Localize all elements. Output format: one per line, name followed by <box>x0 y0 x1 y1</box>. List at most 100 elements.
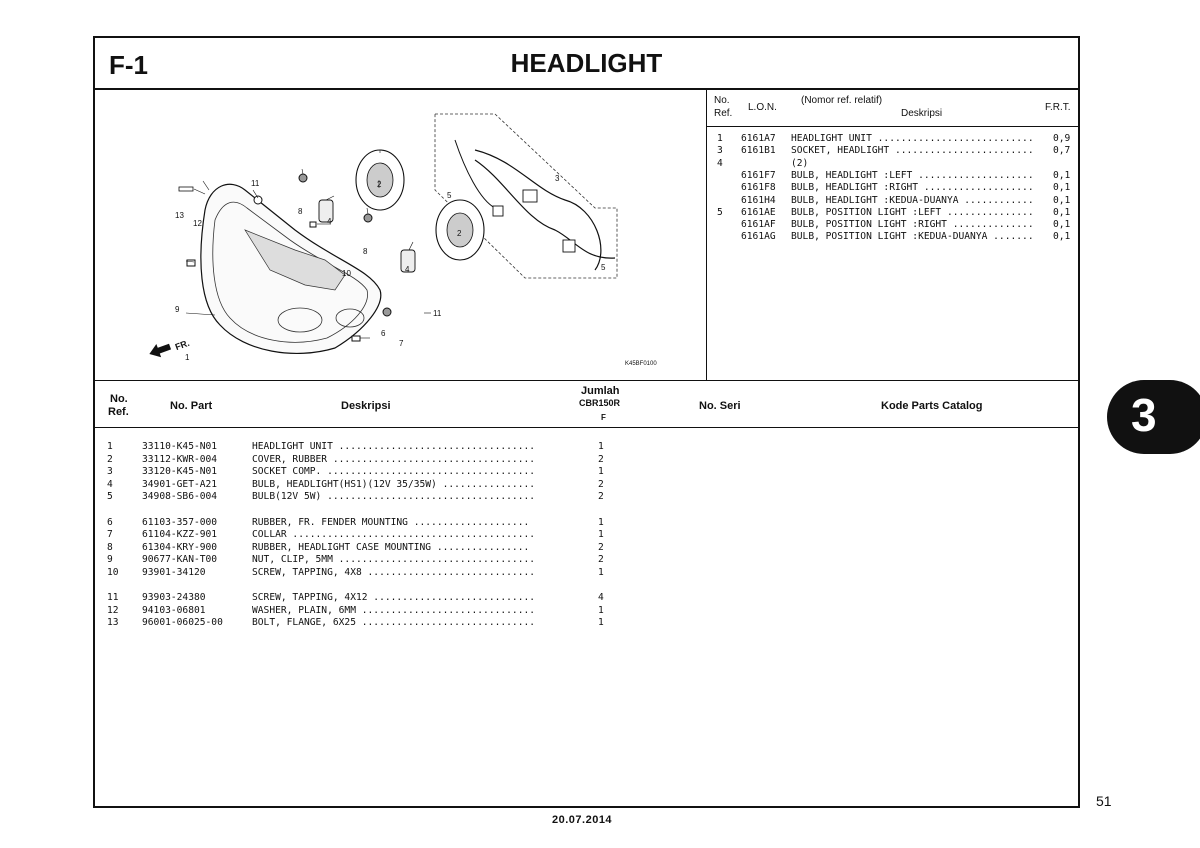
parts-number: 61304-KRY-900 <box>142 541 218 553</box>
parts-ref: 6 <box>107 516 113 528</box>
svg-text:1: 1 <box>185 353 190 362</box>
parts-number: 93903-24380 <box>142 592 206 603</box>
parts-header-jumlah: Jumlah <box>581 385 620 397</box>
parts-row: 8 61304-KRY-900 RUBBER, HEADLIGHT CASE MOU… <box>95 542 1078 555</box>
parts-row: 5 34908-SB6-004 BULB(12V 5W) .............… <box>95 491 1078 504</box>
parts-header-ref: Ref. <box>108 406 129 418</box>
parts-qty: 2 <box>598 478 604 490</box>
lon-desc: SOCKET, HEADLIGHT ......................… <box>791 145 1034 157</box>
lon-desc: BULB, HEADLIGHT :RIGHT .................… <box>791 182 1034 194</box>
lon-code: 6161H4 <box>741 194 776 206</box>
parts-qty: 4 <box>598 592 604 603</box>
headlight-exploded-view: 11 2 13 12 8 4 8 10 4 11 9 1 6 7 9 3 5 2… <box>149 113 618 362</box>
parts-qty: 2 <box>598 554 604 565</box>
lon-ref: 1 <box>717 133 723 144</box>
lon-frt: 0,1 <box>1053 182 1071 194</box>
parts-ref: 8 <box>107 541 113 553</box>
parts-header-desc: Deskripsi <box>341 400 391 412</box>
lon-header-desc: Deskripsi <box>901 108 943 119</box>
lon-header-desc-note: (Nomor ref. relatif) <box>801 95 883 106</box>
lon-desc: BULB, POSITION LIGHT :LEFT .............… <box>791 206 1034 218</box>
lon-frt: 0,9 <box>1053 133 1071 144</box>
parts-number: 93901-34120 <box>142 566 206 578</box>
parts-qty: 2 <box>598 491 604 502</box>
parts-ref: 10 <box>107 566 119 578</box>
section-code: F-1 <box>109 50 148 80</box>
parts-qty: 1 <box>598 441 604 452</box>
svg-text:13: 13 <box>175 211 184 220</box>
page-header: F-1 HEADLIGHT <box>95 38 1078 90</box>
lon-table-header: No. Ref. L.O.N. (Nomor ref. relatif) Des… <box>707 90 1080 127</box>
lon-code: 6161B1 <box>741 145 776 157</box>
svg-text:8: 8 <box>298 207 303 216</box>
parts-desc: HEADLIGHT UNIT .........................… <box>252 441 536 452</box>
lon-header-lon: L.O.N. <box>748 102 777 113</box>
parts-ref: 13 <box>107 617 119 628</box>
parts-header-part: No. Part <box>170 400 213 412</box>
svg-text:12: 12 <box>193 219 202 228</box>
parts-number: 34908-SB6-004 <box>142 491 218 502</box>
parts-table-header: No. Ref. No. Part Deskripsi Jumlah CBR15… <box>95 380 1078 428</box>
parts-ref: 2 <box>107 453 113 465</box>
lon-frt: 0,1 <box>1053 169 1071 181</box>
parts-number: 33120-K45-N01 <box>142 466 218 477</box>
lon-frt: 0,1 <box>1053 231 1071 243</box>
lon-code: 6161F7 <box>741 169 776 181</box>
lon-code: 6161A7 <box>741 133 776 144</box>
parts-qty: 1 <box>598 466 604 477</box>
lon-frt: 0,1 <box>1053 219 1071 231</box>
lon-frt: 0,1 <box>1053 194 1071 206</box>
svg-text:5: 5 <box>601 263 606 272</box>
parts-header-catalog: Kode Parts Catalog <box>881 400 983 412</box>
section-tab: 3 <box>1107 380 1200 454</box>
svg-text:6: 6 <box>381 329 386 338</box>
parts-desc: COLLAR .................................… <box>252 529 536 540</box>
lon-code: 6161AF <box>741 219 776 231</box>
lon-row: 3 6161B1 SOCKET, HEADLIGHT ...............… <box>707 145 1080 157</box>
lon-table: No. Ref. L.O.N. (Nomor ref. relatif) Des… <box>707 90 1080 380</box>
parts-number: 33110-K45-N01 <box>142 441 218 452</box>
lon-ref: 5 <box>717 206 723 218</box>
parts-row: 2 33112-KWR-004 COVER, RUBBER ............… <box>95 454 1078 467</box>
parts-number: 96001-06025-00 <box>142 617 223 628</box>
parts-row: 10 93901-34120 SCREW, TAPPING, 4X8 .......… <box>95 567 1078 580</box>
svg-text:11: 11 <box>251 179 260 188</box>
svg-text:4: 4 <box>327 217 332 226</box>
parts-desc: NUT, CLIP, 5MM .........................… <box>252 554 536 565</box>
lon-frt: 0,7 <box>1053 145 1071 157</box>
parts-number: 61104-KZZ-901 <box>142 529 218 540</box>
lon-desc: HEADLIGHT UNIT .........................… <box>791 133 1034 144</box>
svg-text:3: 3 <box>555 174 560 183</box>
lon-row: 1 6161A7 HEADLIGHT UNIT ..................… <box>707 133 1080 145</box>
lon-frt: 0,1 <box>1053 206 1071 218</box>
parts-desc: SCREW, TAPPING, 4X8 ....................… <box>252 566 536 578</box>
svg-text:9: 9 <box>175 305 180 314</box>
parts-desc: RUBBER, HEADLIGHT CASE MOUNTING ........… <box>252 541 530 553</box>
parts-qty: 1 <box>598 566 604 578</box>
parts-desc: BULB(12V 5W) ...........................… <box>252 491 536 502</box>
parts-number: 33112-KWR-004 <box>142 453 218 465</box>
parts-number: 34901-GET-A21 <box>142 478 218 490</box>
parts-desc: COVER, RUBBER ..........................… <box>252 453 536 465</box>
page-number: 51 <box>1096 793 1112 809</box>
parts-ref: 5 <box>107 491 113 502</box>
lon-ref: 4 <box>717 157 723 169</box>
parts-header-seri: No. Seri <box>699 400 741 412</box>
lon-code: 6161F8 <box>741 182 776 194</box>
parts-number: 90677-KAN-T00 <box>142 554 218 565</box>
lon-header-ref: Ref. <box>714 108 733 119</box>
parts-ref: 11 <box>107 592 119 603</box>
parts-number: 94103-06801 <box>142 604 206 616</box>
parts-desc: SOCKET COMP. ...........................… <box>252 466 536 477</box>
lon-ref: 3 <box>717 145 723 157</box>
parts-qty: 2 <box>598 541 604 553</box>
parts-qty: 1 <box>598 617 604 628</box>
